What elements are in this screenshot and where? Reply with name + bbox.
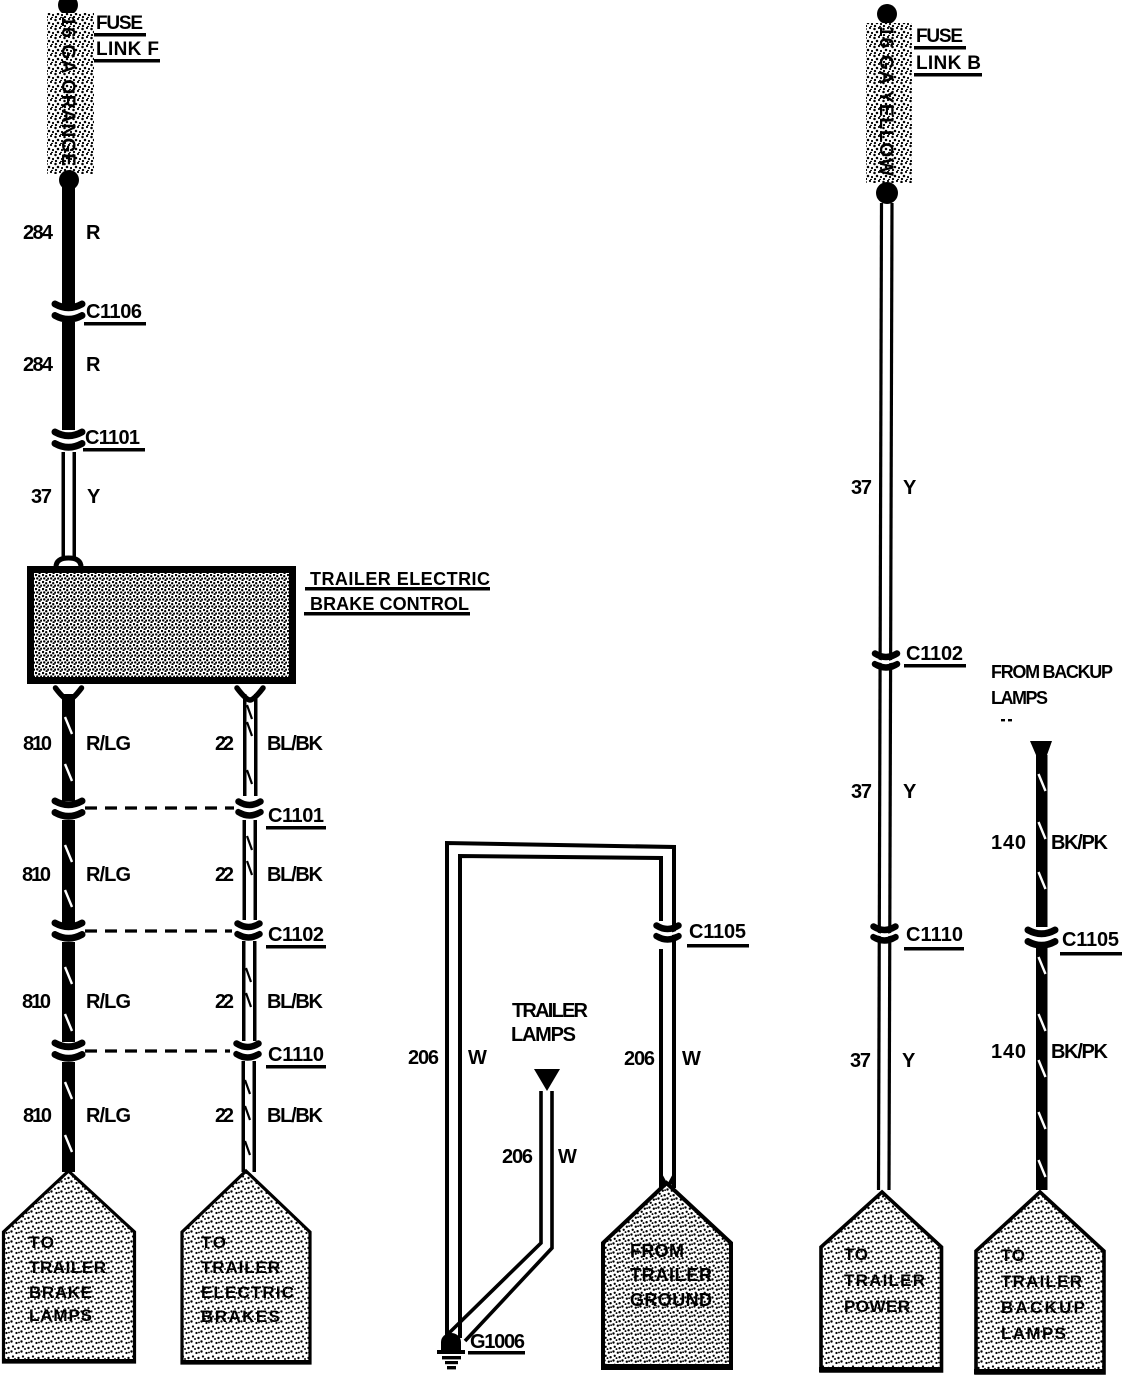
svg-text:206: 206 (502, 1146, 533, 1168)
svg-text:C1106: C1106 (86, 301, 142, 323)
svg-text:Y: Y (87, 486, 101, 508)
svg-text:TO: TO (844, 1245, 868, 1264)
svg-text:TO: TO (29, 1233, 54, 1252)
svg-text:TO: TO (1001, 1246, 1025, 1265)
svg-text:G1006: G1006 (470, 1331, 525, 1353)
svg-text:284: 284 (23, 222, 54, 244)
svg-text:LAMPS: LAMPS (29, 1306, 92, 1325)
svg-text:LAMPS: LAMPS (991, 688, 1048, 708)
svg-text:LAMPS: LAMPS (511, 1024, 576, 1046)
svg-text:C1110: C1110 (268, 1044, 324, 1066)
svg-text:140: 140 (991, 832, 1026, 854)
svg-text:GROUND: GROUND (630, 1290, 712, 1310)
svg-text:16 GA YELLOW: 16 GA YELLOW (875, 26, 896, 176)
svg-text:C1102: C1102 (268, 924, 324, 946)
svg-text:BL/BK: BL/BK (267, 1105, 324, 1127)
svg-text:TRAILER: TRAILER (1001, 1272, 1082, 1291)
svg-text:W: W (558, 1146, 577, 1168)
svg-text:284: 284 (23, 354, 54, 376)
svg-text:TRAILER: TRAILER (29, 1258, 106, 1277)
svg-text:FUSE: FUSE (96, 13, 143, 34)
svg-text:Y: Y (903, 477, 917, 499)
svg-text:16 GA ORANGE: 16 GA ORANGE (57, 16, 78, 166)
svg-text:206: 206 (408, 1047, 439, 1069)
svg-text:C1105: C1105 (1062, 929, 1119, 951)
svg-text:Y: Y (903, 781, 917, 803)
svg-text:TO: TO (201, 1233, 226, 1252)
svg-text:ELECTRIC: ELECTRIC (201, 1283, 294, 1302)
svg-text:37: 37 (850, 1050, 871, 1072)
svg-text:FROM BACKUP: FROM BACKUP (991, 662, 1113, 682)
svg-text:810: 810 (23, 733, 52, 755)
svg-text:FROM: FROM (630, 1241, 684, 1261)
svg-text:R/LG: R/LG (86, 1105, 131, 1127)
svg-text:FUSE: FUSE (916, 26, 963, 47)
svg-text:BRAKE: BRAKE (29, 1283, 92, 1302)
svg-text:R: R (86, 354, 101, 376)
svg-text:LAMPS: LAMPS (1001, 1324, 1066, 1343)
svg-text:R: R (86, 222, 101, 244)
svg-text:TRAILER ELECTRIC: TRAILER ELECTRIC (310, 569, 490, 589)
svg-text:R/LG: R/LG (86, 733, 131, 755)
svg-text:140: 140 (991, 1041, 1026, 1063)
svg-text:R/LG: R/LG (86, 864, 131, 886)
svg-text:37: 37 (31, 486, 52, 508)
svg-text:W: W (468, 1047, 487, 1069)
svg-text:TRAILER: TRAILER (630, 1265, 712, 1285)
svg-text:37: 37 (851, 477, 872, 499)
svg-text:C1105: C1105 (689, 921, 746, 943)
svg-text:810: 810 (22, 864, 51, 886)
svg-text:R/LG: R/LG (86, 991, 131, 1013)
svg-text:BRAKES: BRAKES (201, 1307, 280, 1326)
svg-text:22: 22 (215, 1105, 234, 1127)
svg-text:C1102: C1102 (906, 643, 963, 665)
svg-text:BK/PK: BK/PK (1051, 832, 1109, 854)
svg-text:LINK F: LINK F (96, 39, 159, 60)
svg-text:TRAILER: TRAILER (844, 1271, 925, 1290)
svg-text:BL/BK: BL/BK (267, 991, 324, 1013)
svg-text:BRAKE CONTROL: BRAKE CONTROL (310, 594, 469, 614)
svg-text:22: 22 (215, 991, 234, 1013)
svg-text:BL/BK: BL/BK (267, 864, 324, 886)
svg-text:BK/PK: BK/PK (1051, 1041, 1109, 1063)
svg-text:Y: Y (902, 1050, 916, 1072)
svg-text:BL/BK: BL/BK (267, 733, 324, 755)
svg-text:TRAILER: TRAILER (512, 1000, 589, 1022)
svg-text:LINK B: LINK B (916, 53, 981, 74)
svg-text:TRAILER: TRAILER (201, 1258, 280, 1277)
svg-text:37: 37 (851, 781, 872, 803)
svg-text:C1101: C1101 (85, 427, 140, 449)
svg-text:C1101: C1101 (268, 805, 324, 827)
svg-text:POWER: POWER (844, 1297, 910, 1316)
svg-text:206: 206 (624, 1048, 655, 1070)
svg-text:22: 22 (215, 733, 234, 755)
svg-text:W: W (682, 1048, 701, 1070)
svg-text:810: 810 (22, 991, 51, 1013)
svg-text:810: 810 (23, 1105, 52, 1127)
svg-text:C1110: C1110 (906, 924, 963, 946)
svg-text:22: 22 (215, 864, 234, 886)
